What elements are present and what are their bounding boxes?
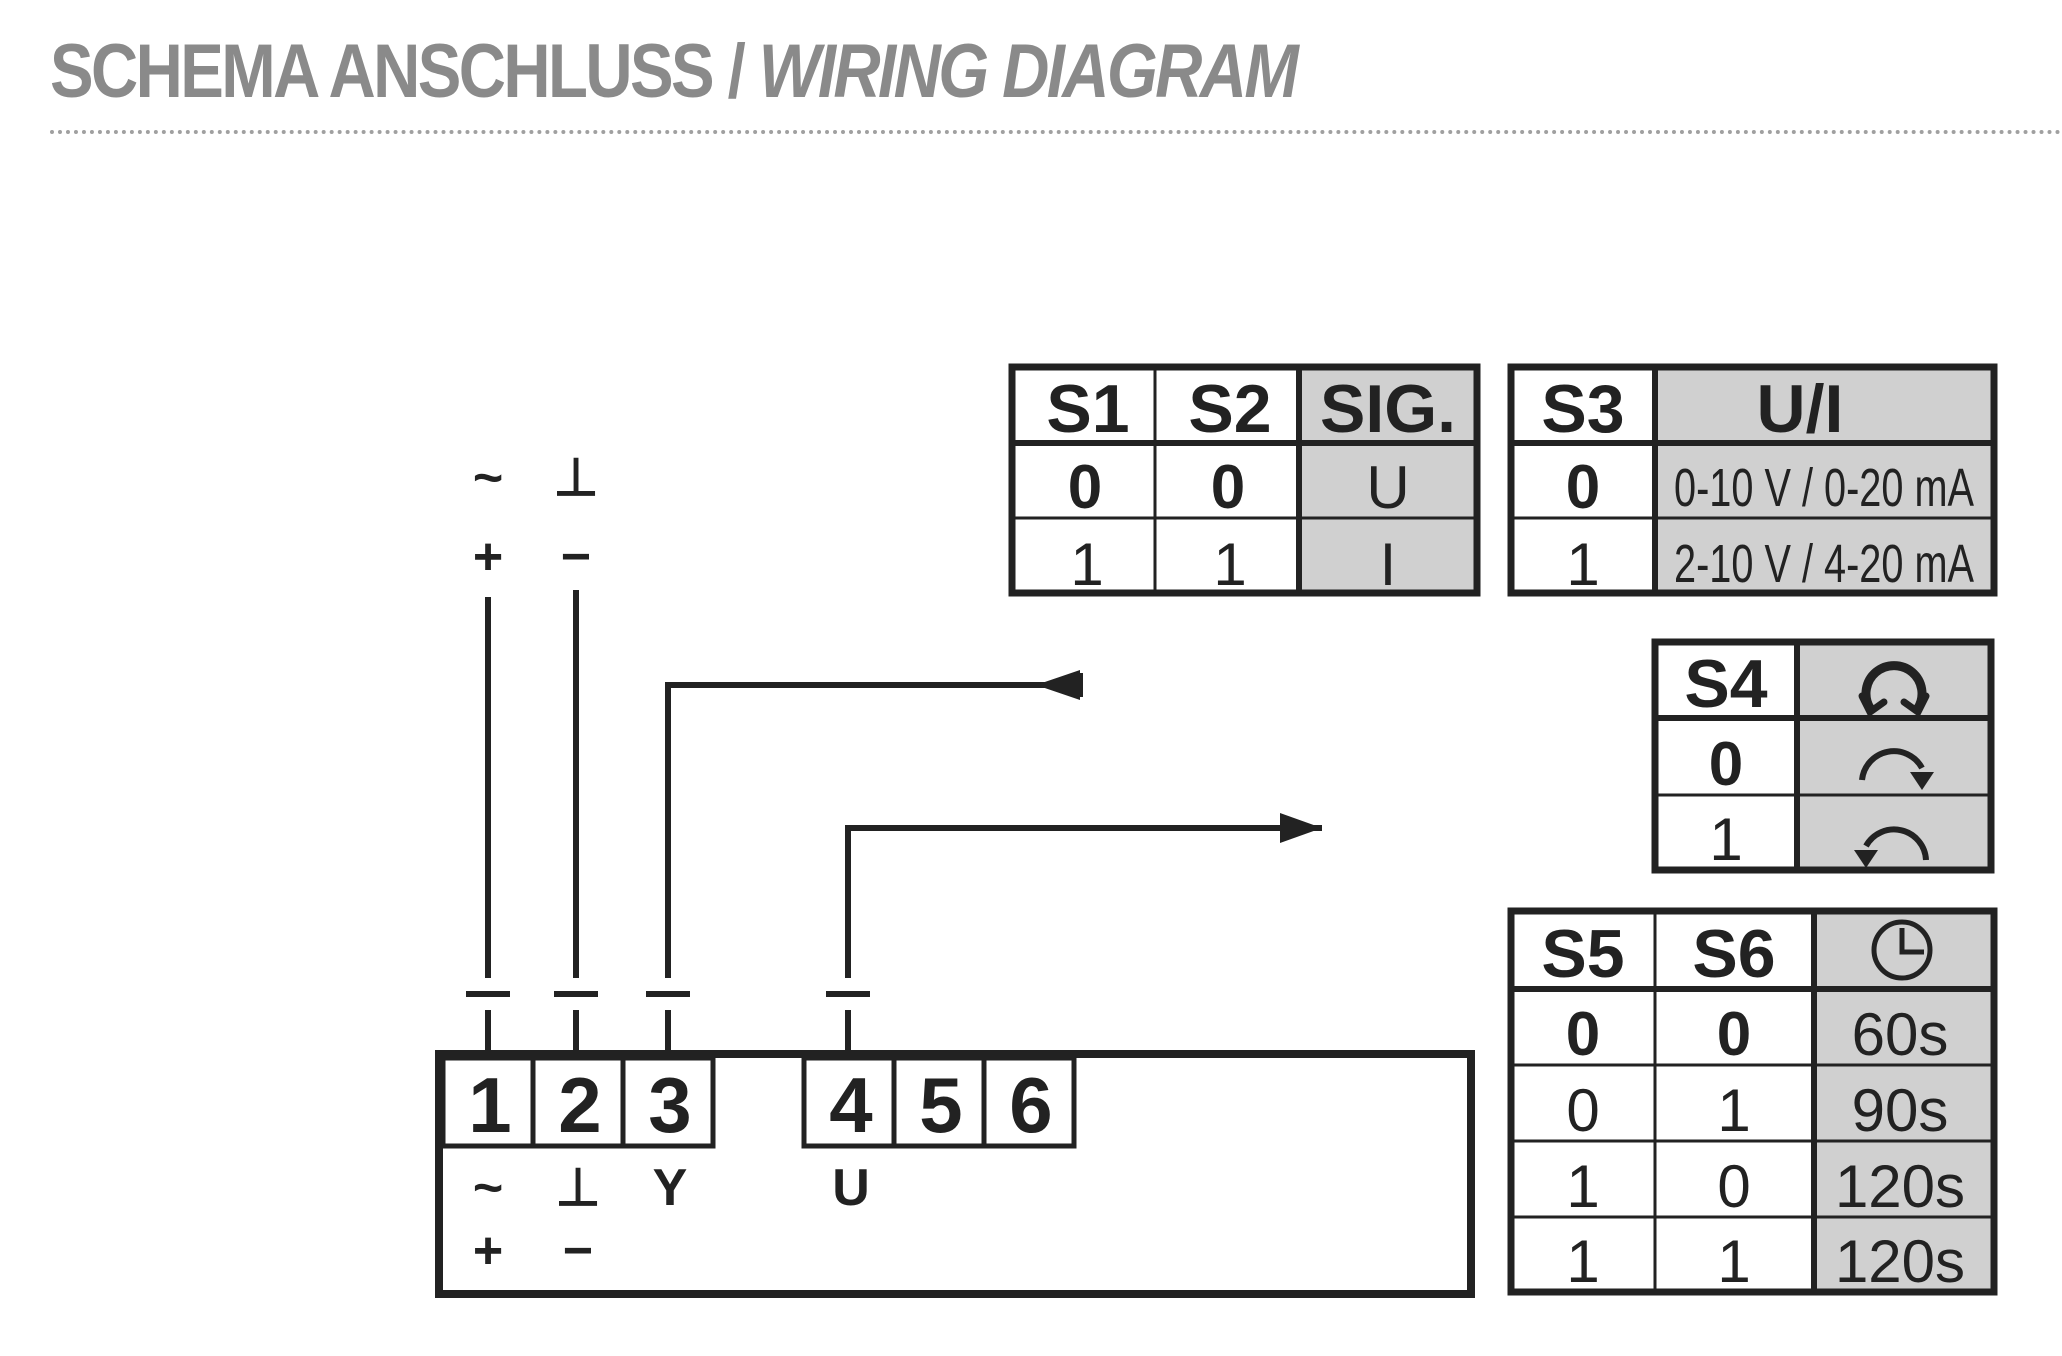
table-time-cell: 90s — [1852, 1077, 1949, 1144]
terminal-3-symbol: Y — [653, 1159, 688, 1217]
terminal-3-number: 3 — [648, 1061, 691, 1149]
table-direction-cell: 1 — [1709, 806, 1742, 873]
wire-3-control-signal — [665, 682, 1080, 978]
title-rule — [50, 130, 2062, 134]
supply-minus-label: − — [561, 528, 591, 586]
clock-icon — [1871, 919, 1933, 981]
table-signal-header-s1: S1 — [1046, 371, 1129, 447]
table-direction-cell: 0 — [1709, 730, 1743, 799]
terminal-block-left — [440, 1055, 716, 1149]
terminal-5-number: 5 — [919, 1061, 962, 1149]
rotation-counterclockwise-icon — [1854, 826, 1929, 868]
table-time-cell: 60s — [1852, 1001, 1949, 1068]
table-range-header-s3: S3 — [1541, 371, 1624, 447]
table-time-cell: 1 — [1566, 1153, 1599, 1220]
table-signal-header-sig: SIG. — [1320, 371, 1456, 447]
table-range — [1507, 363, 1998, 597]
table-time-cell: 0 — [1566, 1000, 1600, 1069]
table-range-cell: 0 — [1566, 453, 1600, 522]
table-time-header-s5: S5 — [1541, 916, 1624, 992]
table-time-cell: 120s — [1835, 1228, 1965, 1295]
table-signal-cell: 1 — [1213, 531, 1246, 598]
terminal-4-symbol: U — [832, 1159, 870, 1217]
table-signal-cell: 0 — [1211, 453, 1245, 522]
arrow-right-icon — [1280, 813, 1322, 843]
actuator-housing — [435, 1050, 1475, 1298]
table-time — [1507, 907, 1998, 1296]
terminal-1-number: 1 — [468, 1061, 511, 1149]
table-range-cell: 0-10 V / 0-20 mA — [1674, 458, 1974, 518]
rotation-clockwise-icon — [1859, 748, 1934, 790]
table-signal — [1008, 363, 1481, 597]
table-signal-cell: 0 — [1068, 453, 1102, 522]
table-direction-header-s4: S4 — [1684, 646, 1767, 722]
terminal-6-number: 6 — [1009, 1061, 1052, 1149]
table-time-cell: 1 — [1566, 1228, 1599, 1295]
arrow-left-icon — [1036, 670, 1083, 700]
table-time-cell: 0 — [1566, 1077, 1599, 1144]
table-signal-cell: U — [1366, 454, 1409, 521]
terminal-1-polarity: + — [473, 1222, 503, 1280]
title-main: SCHEMA ANSCHLUSS — [50, 29, 715, 114]
supply-ground-label: ⊥ — [553, 449, 598, 507]
table-signal-cell: 1 — [1070, 531, 1103, 598]
terminal-2-symbol: ⊥ — [555, 1159, 600, 1217]
terminal-2-polarity: − — [563, 1222, 593, 1280]
terminal-block-right — [801, 1055, 1077, 1149]
table-range-header-ui: U/I — [1757, 371, 1844, 447]
table-signal-header-s2: S2 — [1188, 371, 1271, 447]
terminal-1-symbol: ~ — [473, 1159, 503, 1217]
page-title: SCHEMA ANSCHLUSS / WIRING DIAGRAM — [50, 28, 1299, 115]
table-time-cell: 0 — [1717, 1000, 1751, 1069]
terminal-2-number: 2 — [558, 1061, 601, 1149]
supply-plus-label: + — [473, 528, 503, 586]
table-time-cell: 120s — [1835, 1153, 1965, 1220]
title-separator: / — [711, 29, 759, 114]
supply-ac-label: ~ — [473, 449, 503, 507]
table-signal-cell: I — [1380, 531, 1397, 598]
table-time-cell: 1 — [1717, 1077, 1750, 1144]
table-time-cell: 1 — [1717, 1228, 1750, 1295]
table-range-cell: 2-10 V / 4-20 mA — [1674, 534, 1974, 594]
wire-4-feedback-signal — [845, 825, 1322, 978]
table-time-header-s6: S6 — [1692, 916, 1775, 992]
table-range-cell: 1 — [1566, 531, 1599, 598]
terminal-4-number: 4 — [829, 1061, 872, 1149]
table-time-cell: 0 — [1717, 1153, 1750, 1220]
title-sub: WIRING DIAGRAM — [758, 29, 1299, 114]
rotation-both-icon — [1858, 661, 1930, 718]
